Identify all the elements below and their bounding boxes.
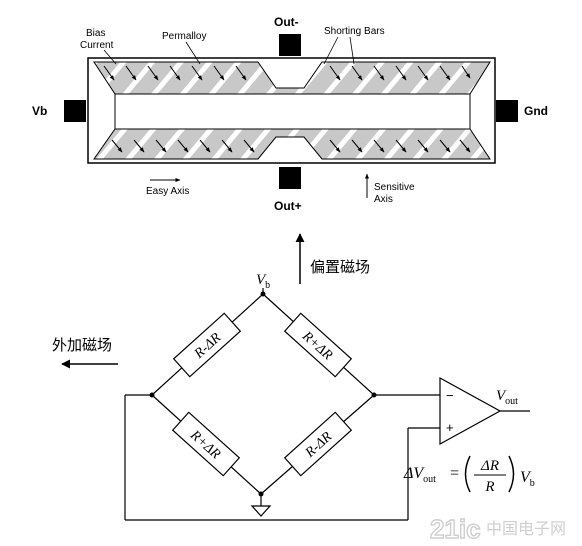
watermark-logo: 21ic 中国电子网 [429, 513, 566, 544]
node-left [149, 392, 155, 398]
formula-equals: = [450, 465, 459, 482]
ground-symbol [250, 505, 272, 517]
op-amp [439, 376, 502, 446]
vout-label: Vout [496, 388, 518, 407]
formula-left-paren [464, 455, 471, 493]
permalloy-top-strip [93, 61, 491, 95]
out-plus-label: Out+ [274, 199, 302, 213]
label-leaders [103, 36, 355, 65]
out-minus-pad [279, 34, 301, 56]
bias-field-label: 偏置磁场 [310, 258, 370, 276]
formula-vb: Vb [520, 469, 535, 489]
bridge-vb-label: Vb [256, 272, 270, 291]
node-top [260, 291, 266, 297]
sensor-structure: Bias Current Permalloy Out- Shorting Bar… [32, 15, 548, 213]
formula-numerator: ΔR [480, 458, 499, 474]
watermark-brand-cjk: 中国电子网 [486, 519, 566, 538]
out-minus-label: Out- [274, 15, 299, 29]
vb-pad [64, 100, 86, 122]
node-right [371, 392, 377, 398]
op-amp-plus: + [446, 420, 454, 435]
sensor-inner-channel [114, 93, 471, 130]
external-field-label: 外加磁场 [52, 336, 112, 354]
formula-delta-v: ΔVout [403, 465, 436, 485]
formula-denominator: R [484, 479, 494, 495]
gnd-pad [496, 100, 518, 122]
node-bottom [258, 491, 264, 497]
shorting-bars-label: Shorting Bars [324, 26, 385, 37]
formula-right-paren [508, 455, 515, 493]
sensitive-axis-label-line1: Sensitive [374, 182, 415, 193]
resistor-top-left: R-ΔR [172, 312, 242, 378]
bridge-circuit: 偏置磁场 外加磁场 [52, 233, 530, 521]
resistor-bottom-right: R-ΔR [283, 411, 353, 477]
out-plus-pad [279, 167, 301, 189]
resistor-bottom-left: R+ΔR [171, 411, 241, 477]
resistor-top-right: R+ΔR [283, 312, 353, 378]
sensor-outline [87, 57, 496, 164]
permalloy-bottom-strip [93, 128, 491, 160]
bias-current-arrows-top [103, 65, 471, 81]
vb-label: Vb [32, 104, 47, 118]
easy-axis-label: Easy Axis [146, 186, 189, 197]
bias-current-arrows-bottom [111, 139, 471, 153]
gnd-label: Gnd [524, 104, 548, 118]
bridge-wires [124, 288, 440, 521]
bias-current-label-line1: Bias [86, 28, 105, 39]
watermark-brand-latin: 21ic [430, 514, 481, 544]
bias-current-label-line2: Current [80, 40, 114, 51]
output-formula: ΔVout = ΔR R Vb [403, 455, 535, 495]
op-amp-minus: − [446, 388, 454, 403]
sensitive-axis-label-line2: Axis [374, 194, 393, 205]
permalloy-label: Permalloy [162, 31, 206, 42]
